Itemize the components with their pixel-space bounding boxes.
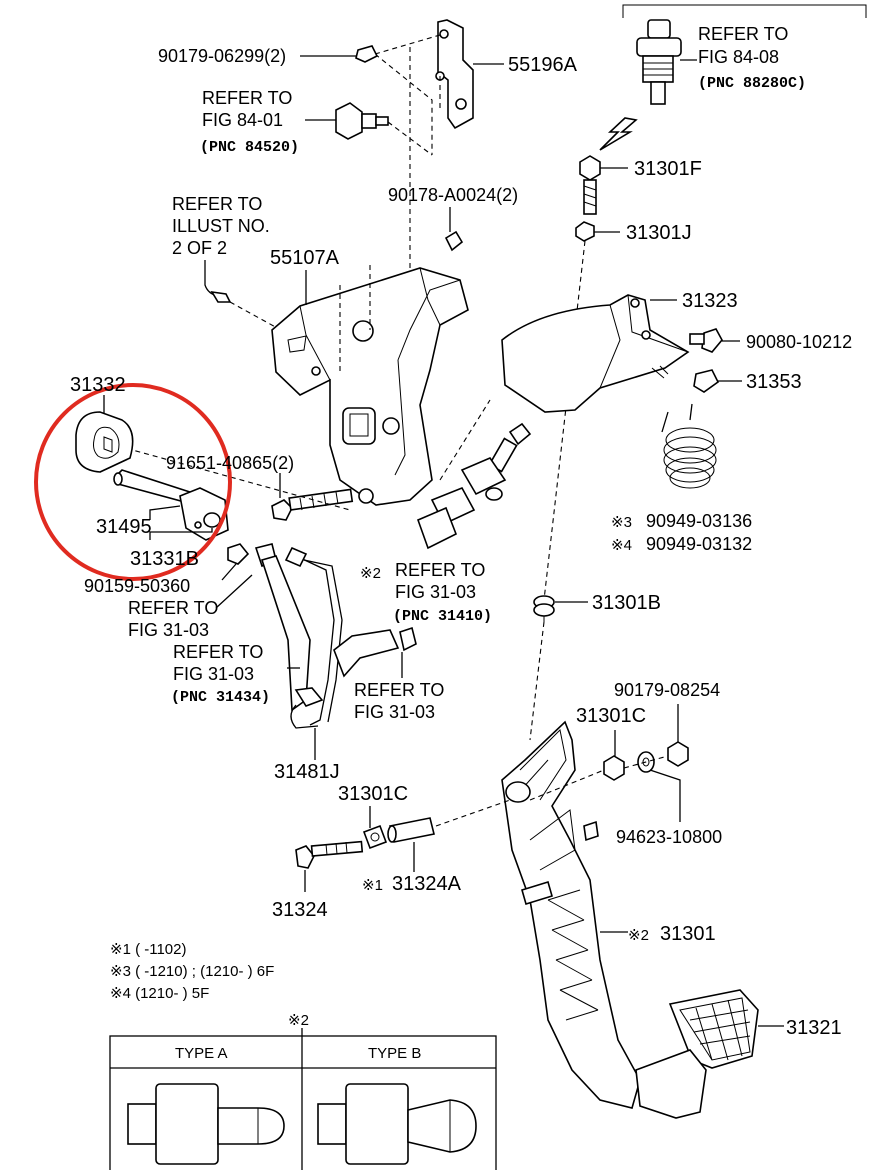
label-31353: 31353: [746, 371, 802, 393]
nut-icon: [603, 755, 625, 781]
spring-90949: [661, 403, 717, 489]
note-1: ※1 ( -1102): [110, 941, 187, 958]
refer-31434-line2: FIG 31-03: [173, 664, 254, 684]
pedal-bracket-55107A: [271, 267, 469, 506]
refer-84-01-pnc: (PNC 84520): [200, 139, 299, 156]
bolt-91651: [271, 488, 354, 521]
mark-3: ※3: [611, 514, 632, 531]
label-90159: 90159-50360: [84, 576, 190, 596]
label-31481J: 31481J: [274, 761, 340, 783]
clip-icon: [693, 369, 720, 393]
note-3: ※3 ( -1210) ; (1210- ) 6F: [110, 963, 274, 980]
nut-icon: [355, 45, 379, 63]
label-31332: 31332: [70, 374, 126, 396]
stop-lamp-switch: [636, 19, 682, 105]
refer-84-08-line1: REFER TO: [698, 24, 788, 44]
type-b-header: TYPE B: [368, 1045, 421, 1062]
bolt-90080: [689, 328, 723, 353]
bolt-31301F: [579, 155, 601, 215]
bracket-55196A: [435, 19, 474, 130]
clutch-switch: [335, 102, 389, 140]
mark-1: ※1: [362, 877, 383, 894]
refer-31-03-d-line2: FIG 31-03: [354, 702, 435, 722]
hose-31481J: [254, 543, 417, 729]
refer-31410-line2: FIG 31-03: [395, 582, 476, 602]
note-4: ※4 (1210- ) 5F: [110, 985, 209, 1002]
pedal-pad-31321: [635, 989, 759, 1119]
highlight-circle: [34, 383, 232, 581]
bracket-31323: [501, 294, 690, 413]
refer-31-03-d-line1: REFER TO: [354, 680, 444, 700]
label-94623: 94623-10800: [616, 827, 722, 847]
refer-31-03-b-line2: FIG 31-03: [128, 620, 209, 640]
refer-31434-line1: REFER TO: [173, 642, 263, 662]
bushing-31301B: [533, 595, 555, 622]
label-31321: 31321: [786, 1017, 842, 1039]
label-90949-03136: 90949-03136: [646, 511, 752, 531]
type-table-mark: ※2: [288, 1012, 309, 1029]
collar-31324A: [389, 817, 435, 843]
refer-illust-line1: REFER TO: [172, 194, 262, 214]
mark-2-pedal: ※2: [628, 927, 649, 944]
label-90178: 90178-A0024(2): [388, 185, 518, 205]
clip-icon: [210, 290, 232, 303]
clevis-31331B: [179, 487, 229, 541]
refer-31410-pnc: (PNC 31410): [393, 608, 492, 625]
bushing-31301C: [362, 824, 388, 850]
refer-84-08-pnc: (PNC 88280C): [698, 75, 806, 92]
mark-4: ※4: [611, 537, 632, 554]
label-31301: 31301: [660, 923, 716, 945]
arrow-icon: [599, 117, 638, 151]
label-31301F: 31301F: [634, 158, 702, 180]
label-31331B: 31331B: [130, 548, 199, 570]
refer-31434-pnc: (PNC 31434): [171, 689, 270, 706]
bolt-31324: [295, 840, 364, 869]
label-90179-06299: 90179-06299(2): [158, 46, 286, 66]
label-31301C-right: 31301C: [576, 705, 646, 727]
nut-icon: [575, 221, 595, 242]
label-55107A: 55107A: [270, 247, 340, 269]
refer-illust-line2: ILLUST NO.: [172, 216, 270, 236]
nut-icon: [227, 543, 250, 565]
type-a-bushing: [127, 1083, 285, 1165]
bracket-line: [622, 4, 867, 18]
label-31495: 31495: [96, 516, 152, 538]
push-rod-assembly: [416, 422, 532, 550]
refer-31410-line1: REFER TO: [395, 560, 485, 580]
label-90080: 90080-10212: [746, 332, 852, 352]
label-31301J: 31301J: [626, 222, 692, 244]
label-55196A: 55196A: [508, 54, 578, 76]
brake-pedal-31301: [501, 720, 641, 1109]
mark-2: ※2: [360, 565, 381, 582]
refer-84-01-line1: REFER TO: [202, 88, 292, 108]
nut-icon: [667, 741, 689, 767]
label-90179-08254: 90179-08254: [614, 680, 720, 700]
label-90949-03132: 90949-03132: [646, 534, 752, 554]
label-31323: 31323: [682, 290, 738, 312]
label-31301C-left: 31301C: [338, 783, 408, 805]
type-table: [109, 1028, 497, 1175]
refer-illust-line3: 2 OF 2: [172, 238, 227, 258]
label-31324A: 31324A: [392, 873, 462, 895]
refer-84-08-line2: FIG 84-08: [698, 47, 779, 67]
bushing-31332: [75, 411, 134, 473]
label-31301B: 31301B: [592, 592, 661, 614]
refer-84-01-line2: FIG 84-01: [202, 110, 283, 130]
label-91651: 91651-40865(2): [166, 453, 294, 473]
nut-icon: [444, 230, 464, 252]
type-a-header: TYPE A: [175, 1045, 228, 1062]
refer-31-03-b-line1: REFER TO: [128, 598, 218, 618]
type-b-bushing: [317, 1083, 477, 1165]
label-31324: 31324: [272, 899, 328, 921]
